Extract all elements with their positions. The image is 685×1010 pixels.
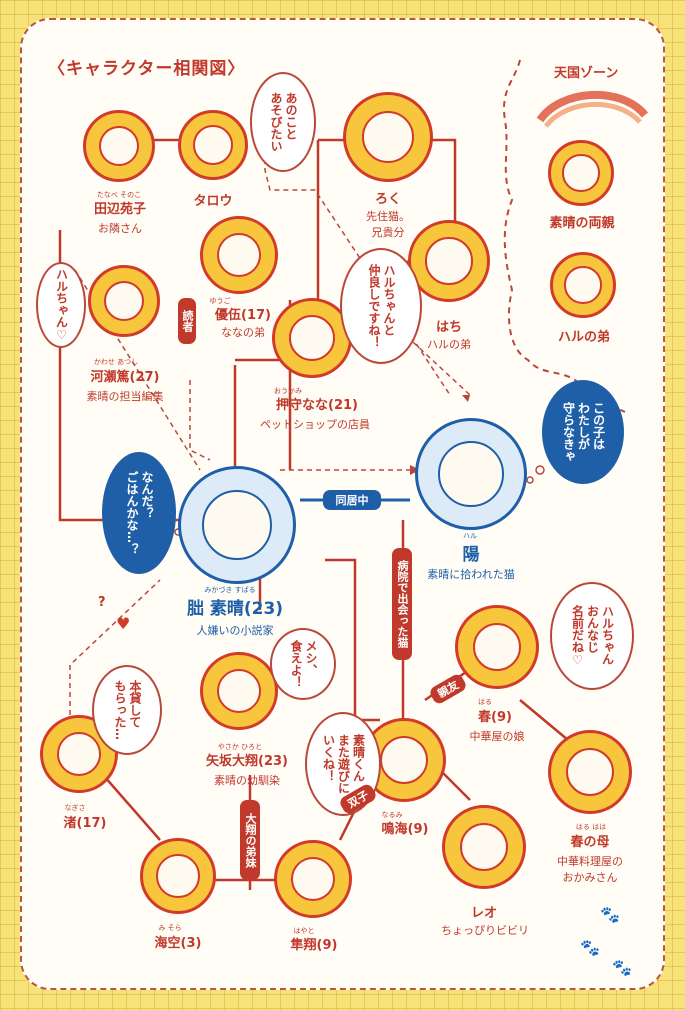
paw-print-icon: 🐾 [600,905,620,924]
desc-haru-mother: 中華料理屋の [557,855,623,868]
bubble-subaru: なんだ？ ごはんかな…？ [102,452,176,574]
tag-byoin: 病院で出会った猫 [392,548,412,660]
line-subaru-narumi [325,558,380,722]
tag-dokusha: 読者 [178,298,196,344]
name-taro: タロウ [193,194,233,209]
rainbow-arc-1 [536,91,649,123]
avatar-hachi [408,220,490,302]
bubble-yasaka: メシ、 食えよ！ [270,628,336,700]
bubble-kawase: ハルちゃん♡ [36,262,86,348]
name-yasaka: 矢坂大翔(23) [206,754,288,769]
name-hayato: 隼翔(9) [290,938,338,953]
ruby-haru-mother: はる はは [575,823,607,831]
name-haru: 陽 [462,545,480,565]
ruby-haru: ハル [463,532,477,540]
desc-yasaka: 素晴の幼馴染 [214,774,280,787]
avatar-haru [415,418,527,530]
name-leo: レオ [470,906,497,921]
avatar-haru-brother [550,252,616,318]
name-roku: ろく [374,192,401,207]
bubble-nana: ハルちゃんと 仲良しですね！ [340,248,422,364]
desc-haru-mother-2: おかみさん [562,871,618,884]
avatar-misora [140,838,216,914]
arrow-yugo-subaru [189,380,211,461]
ruby-kawase: かわせ あつし [93,358,139,366]
page-title: 〈キャラクター相関図〉 [48,59,246,79]
heart-icon: ♥ [116,614,131,633]
avatar-parents [548,140,614,206]
name-subaru: 朏 素晴(23) [186,599,284,619]
avatar-yasaka [200,652,278,730]
desc-tanabe: お隣さん [98,222,142,235]
name-narumi: 鳴海(9) [381,822,429,837]
desc-leo: ちょっぴりビビリ [441,924,529,937]
name-kawase: 河瀬篤(27) [90,370,160,385]
paw-print-icon: 🐾 [580,938,600,957]
avatar-nana [272,298,352,378]
name-haru-girl: 春(9) [478,710,512,725]
name-nagisa: 渚(17) [63,816,107,831]
avatar-subaru [178,466,296,584]
avatar-haru-girl [455,605,539,689]
tag-kyodai: 大翔の弟妹 [240,800,260,880]
name-haru-mother: 春の母 [570,835,610,850]
heaven-zone-title: 天国ゾーン [554,66,619,81]
ruby-narumi: なるみ [381,811,403,819]
name-hachi: はち [435,320,462,335]
bubble-haru-girl: ハルちゃん おんなじ 名前だね♡ [550,582,634,690]
avatar-hayato [274,840,352,918]
ruby-misora: み そら [158,924,182,932]
arrow-nagisa-subaru [69,579,161,715]
desc-kawase: 素晴の担当編集 [86,390,164,403]
avatar-haru-mother [548,730,632,814]
name-haru-brother: ハルの弟 [557,330,610,345]
bubble-taro: あのこと あそびたい [250,72,316,172]
question-mark: ? [98,595,106,610]
bubble-nagisa: 本貸して もらった… [92,665,162,755]
ruby-yasaka: やさか ひろと [217,743,263,751]
name-nana: 押守なな(21) [276,398,358,413]
line-narumi-leo [439,769,471,801]
ruby-nana: おうかみ [274,387,302,395]
name-parents: 素晴の両親 [549,216,615,231]
avatar-tanabe [83,110,155,182]
avatar-taro [178,110,248,180]
desc-subaru: 人嫌いの小説家 [196,624,274,637]
desc-yugo: ななの弟 [221,326,265,339]
ruby-yugo: ゆうご [209,297,231,305]
name-tanabe: 田辺苑子 [93,202,146,217]
rainbow-arc-2 [544,101,642,128]
desc-hachi: ハルの弟 [427,338,471,351]
ruby-hayato: はやと [293,927,315,935]
ruby-haru-girl: はる [478,698,492,706]
avatar-leo [442,805,526,889]
name-yugo: 優伍(17) [215,308,271,323]
desc-haru: 素晴に拾われた猫 [427,568,515,581]
desc-nana: ペットショップの店員 [260,418,370,431]
ruby-subaru: みかづき すばる [204,586,256,594]
bubble-haru: この子は わたしが 守らなきゃ [542,380,624,484]
arrow-nana-haru [399,329,471,396]
ruby-tanabe: たなべ そのこ [96,191,142,199]
ruby-nagisa: なぎさ [64,804,86,812]
desc-haru-girl: 中華屋の娘 [469,730,525,743]
avatar-kawase [88,265,160,337]
paw-print-icon: 🐾 [612,958,632,977]
tag-docho: 同居中 [323,490,381,510]
desc-roku: 先住猫。 [366,210,410,223]
name-misora: 海空(3) [154,936,202,951]
desc-roku-2: 兄貴分 [371,226,405,239]
avatar-roku [343,92,433,182]
avatar-yugo [200,216,278,294]
